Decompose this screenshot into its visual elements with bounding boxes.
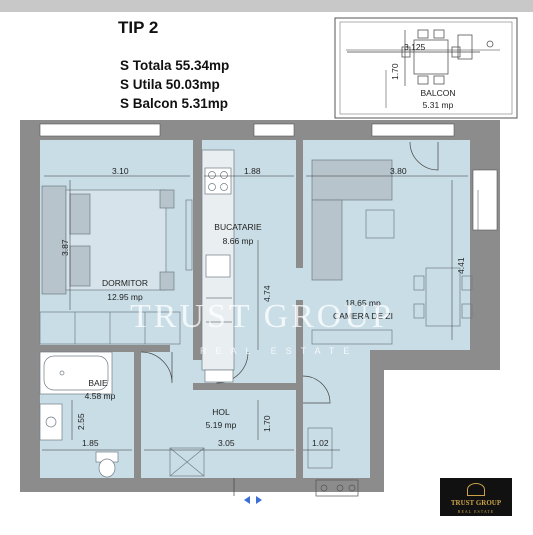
toilet-icon: [95, 451, 119, 478]
entrance-icon: [244, 496, 262, 504]
dimension-lines: [42, 49, 500, 451]
sofa-icon: [311, 159, 393, 281]
windows: [39, 123, 498, 231]
dim-balcon-width: 3.125: [404, 42, 426, 52]
watermark-subtext: REAL ESTATE: [200, 346, 359, 356]
balcony-area: [334, 17, 518, 119]
room-area-camera: 18.65 mp: [345, 298, 381, 308]
handshake-icon: [467, 483, 485, 496]
header-strip: [0, 0, 533, 12]
plan-title: TIP 2: [118, 18, 159, 37]
coffee-table-icon: [365, 209, 395, 239]
room-area-balcon: 5.31 mp: [422, 100, 454, 110]
dim-baie-width: 1.85: [82, 438, 99, 448]
shoe-cabinet-icon: [169, 447, 205, 477]
entry-mat-icon: [315, 479, 359, 497]
tv-unit-icon: [307, 329, 393, 469]
logo-subtext: REAL ESTATE: [457, 509, 495, 514]
balcony-area-total: S Balcon 5.31mp: [120, 96, 229, 111]
room-name-dormitor: DORMITOR: [101, 278, 149, 288]
room-name-bucatarie: BUCATARIE: [214, 222, 262, 232]
dim-dormitor-width: 3.10: [112, 166, 129, 176]
logo-name: TRUST GROUP: [450, 499, 502, 507]
wardrobe-icon: [39, 311, 181, 345]
room-name-baie: BAIE: [88, 378, 108, 388]
dim-hol-width: 3.05: [218, 438, 235, 448]
room-area-hol: 5.19 mp: [205, 420, 237, 430]
dim-camera-width: 3.80: [390, 166, 407, 176]
room-area-baie: 4.58 mp: [84, 391, 116, 401]
radiator-icon: [185, 199, 193, 271]
room-name-hol: HOL: [212, 407, 230, 417]
room-name-balcon: BALCON: [420, 88, 456, 98]
washbasin-icon: [39, 403, 63, 441]
watermark-text: TRUST GROUP: [130, 298, 394, 335]
total-area: S Totala 55.34mp: [120, 58, 230, 73]
usable-area: S Utila 50.03mp: [120, 77, 220, 92]
dim-dormitor-height: 3.87: [60, 239, 70, 256]
interior-walls: [30, 138, 303, 478]
brand-logo: TRUST GROUP REAL ESTATE: [440, 478, 512, 516]
door-swings: [140, 141, 439, 496]
dining-table-icon: [413, 190, 479, 327]
bed-icon: [41, 185, 175, 295]
room-name-camera: CAMERA DE ZI: [333, 311, 393, 321]
dim-bucatarie-width: 1.88: [244, 166, 261, 176]
dim-entry-width: 1.02: [312, 438, 329, 448]
dim-camera-height: 4.41: [456, 257, 466, 274]
room-area-dormitor: 12.95 mp: [107, 292, 143, 302]
kitchen-counter-icon: [201, 149, 235, 383]
balcony-table-icon: [401, 29, 494, 85]
dim-hol-height: 1.70: [262, 415, 272, 432]
dim-balcon-height: 1.70: [390, 63, 400, 80]
dim-baie-height: 2.55: [76, 413, 86, 430]
room-area-bucatarie: 8.66 mp: [222, 236, 254, 246]
bathtub-icon: [39, 351, 113, 395]
